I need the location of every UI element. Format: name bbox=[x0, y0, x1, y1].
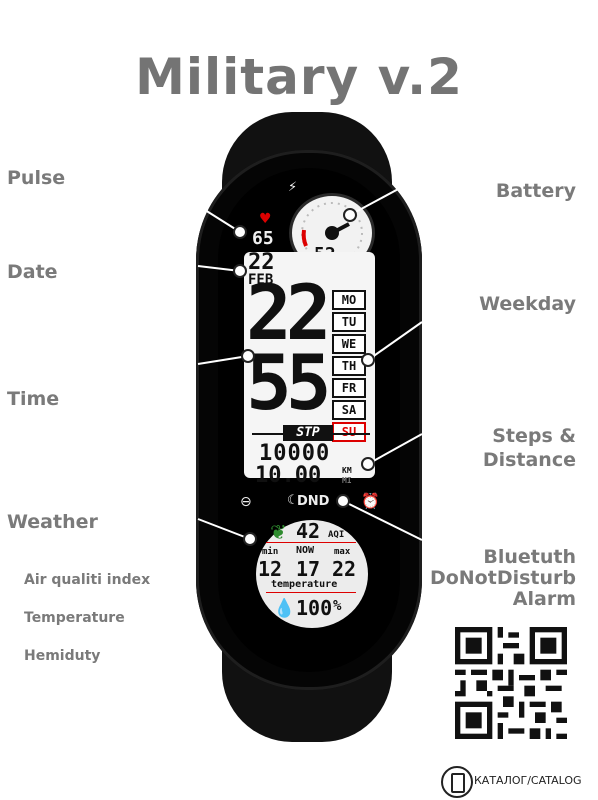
time-hours: 22 bbox=[246, 268, 331, 357]
dnd-text: DND bbox=[297, 494, 330, 509]
heart-icon: ♥ bbox=[259, 211, 272, 227]
droplet-icon: 💧 bbox=[273, 598, 296, 619]
unit-mi: MI bbox=[342, 476, 352, 485]
weekday-th: TH bbox=[332, 356, 366, 376]
temp-divider bbox=[266, 592, 356, 593]
label-humidity: Hemiduty bbox=[24, 648, 101, 664]
weekday-mo: MO bbox=[332, 290, 366, 310]
temp-max-value: 22 bbox=[332, 557, 357, 581]
qr-code[interactable] bbox=[455, 627, 567, 739]
lightning-icon: ⚡ bbox=[288, 180, 298, 195]
label-weekday: Weekday bbox=[479, 293, 576, 315]
moon-icon: ☾ bbox=[287, 493, 299, 508]
alarm-icon: ⏰ bbox=[361, 492, 380, 510]
date-day: 22 bbox=[248, 250, 275, 275]
label-alarm: Alarm bbox=[512, 588, 576, 610]
weekday-sa: SA bbox=[332, 400, 366, 420]
weekday-tu: TU bbox=[332, 312, 366, 332]
temp-now-value: 17 bbox=[296, 557, 321, 581]
label-aqi: Air qualiti index bbox=[24, 572, 151, 588]
humidity-value: 100 bbox=[296, 596, 333, 620]
weekday-list: MO TU WE TH FR SA SU bbox=[332, 290, 366, 442]
label-temperature: Temperature bbox=[24, 610, 125, 626]
label-distance: Distance bbox=[482, 449, 576, 471]
temperature-label: temperature bbox=[271, 579, 338, 590]
weekday-we: WE bbox=[332, 334, 366, 354]
page-title: Military v.2 bbox=[135, 48, 463, 106]
pulse-value: 65 bbox=[252, 228, 274, 249]
aqi-value: 42 bbox=[296, 519, 321, 543]
temp-min-value: 12 bbox=[258, 557, 283, 581]
label-dnd: DoNotDisturb bbox=[429, 567, 576, 589]
time-minutes: 55 bbox=[246, 338, 331, 427]
phone-icon[interactable] bbox=[441, 766, 473, 798]
distance-value: 10.00 bbox=[255, 463, 322, 488]
label-battery: Battery bbox=[495, 180, 576, 202]
label-bluetooth: Bluetuth bbox=[483, 546, 576, 568]
steps-label: STP bbox=[283, 425, 333, 441]
weekday-fr: FR bbox=[332, 378, 366, 398]
bluetooth-disconnected-icon: ⊖ bbox=[240, 494, 252, 510]
label-weather: Weather bbox=[7, 511, 98, 533]
temp-min-label: min bbox=[262, 547, 279, 557]
aqi-label: AQI bbox=[328, 530, 345, 540]
label-steps: Steps & bbox=[492, 425, 576, 447]
label-pulse: Pulse bbox=[7, 167, 66, 189]
label-time: Time bbox=[7, 388, 60, 410]
label-date: Date bbox=[7, 261, 58, 283]
leaf-icon: ❦ bbox=[270, 520, 287, 544]
aqi-divider bbox=[266, 542, 356, 543]
date-month: FEB bbox=[248, 272, 274, 288]
weekday-su: SU bbox=[332, 422, 366, 442]
temp-now-label: NOW bbox=[296, 545, 315, 556]
steps-value: 10000 bbox=[259, 441, 331, 466]
catalog-link[interactable]: КАТАЛОГ/CATALOG bbox=[474, 774, 582, 787]
unit-km: KM bbox=[342, 466, 352, 475]
temp-max-label: max bbox=[334, 547, 351, 557]
humidity-percent: % bbox=[333, 598, 342, 614]
